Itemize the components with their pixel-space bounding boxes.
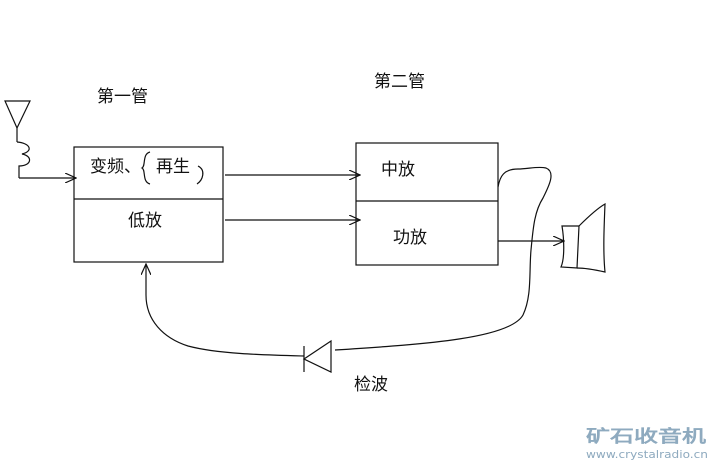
brace-right-icon [196, 165, 204, 185]
feedback-wire [146, 264, 305, 357]
stage1-lower-label: 低放 [128, 211, 162, 231]
stage2-upper-label: 中放 [381, 160, 415, 180]
watermark-title: 矿石收音机 [586, 426, 706, 447]
detector-label: 检波 [354, 375, 388, 395]
stage1-title: 第一管 [97, 87, 148, 107]
watermark-url: www.crystalradio.cn [586, 448, 708, 461]
stage1-function-converter: 变频、 [90, 157, 141, 177]
stage2-lower-label: 功放 [393, 228, 427, 248]
brace-left-icon [140, 151, 151, 185]
stage1-function-regen: 再生 [156, 157, 190, 177]
stage2-title: 第二管 [374, 72, 425, 92]
if-output-wire [334, 166, 552, 351]
antenna-icon [4, 100, 31, 178]
detector-diode-icon [302, 339, 332, 373]
speaker-icon [560, 202, 606, 273]
stage2-box [355, 142, 499, 266]
stage1-box [73, 146, 224, 263]
